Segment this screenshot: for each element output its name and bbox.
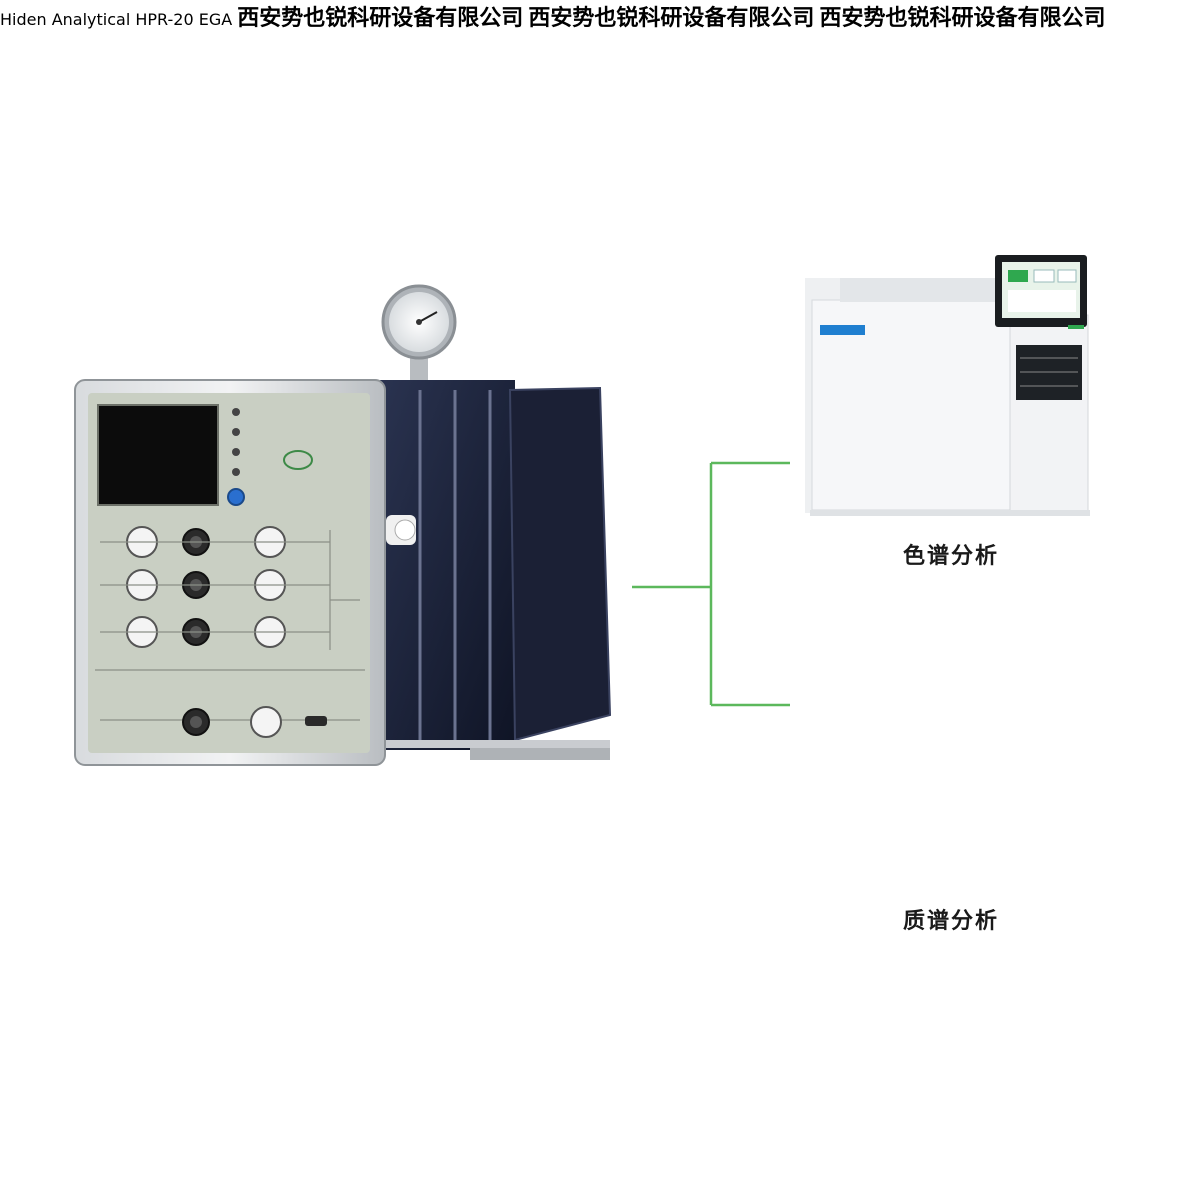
pressure-gauge-icon <box>381 284 457 380</box>
ms-model-text: HPR-20 EGA <box>135 10 233 29</box>
gas-chromatograph <box>805 255 1090 516</box>
watermark-text-3: 西安势也锐科研设备有限公司 <box>819 6 1106 31</box>
gc-analysis-label: 色谱分析 <box>903 544 1000 569</box>
watermark-layer: 西安势也锐科研设备有限公司 西安势也锐科研设备有限公司 西安势也锐科研设备有限公… <box>237 6 1105 31</box>
mass-spectrometer: Hiden Analytical HPR-20 EGA <box>0 10 237 29</box>
display-screen <box>97 404 219 506</box>
ms-brand-text: Hiden Analytical <box>0 10 131 29</box>
connector-lines <box>632 461 790 707</box>
ms-analysis-label: 质谱分析 <box>903 909 1000 934</box>
power-button-icon <box>227 488 245 506</box>
watermark-text-2: 西安势也锐科研设备有限公司 <box>528 6 815 31</box>
reactor-unit <box>74 284 612 766</box>
glass-enclosure <box>380 380 612 750</box>
control-panel <box>74 379 386 766</box>
watermark-text-1: 西安势也锐科研设备有限公司 <box>237 6 524 31</box>
